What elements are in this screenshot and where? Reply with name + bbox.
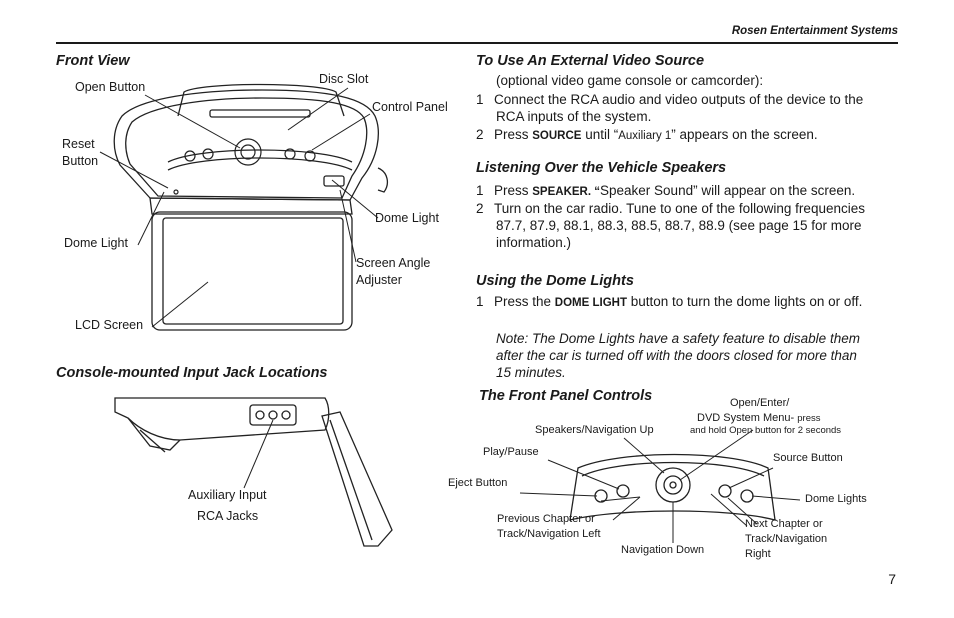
label-dome-light-right: Dome Light (375, 211, 439, 225)
label-prev-chapter-1: Previous Chapter or (497, 513, 595, 525)
housing-outline (113, 89, 379, 201)
nav-ring-inner (240, 144, 256, 160)
fp-play-button (616, 484, 630, 498)
label-source-button: Source Button (773, 452, 843, 464)
label-screen-angle-1: Screen Angle (356, 256, 431, 270)
label-control-panel: Control Panel (372, 100, 448, 114)
label-next-chapter-2: Track/Navigation (745, 533, 828, 545)
label-rca-jacks: RCA Jacks (197, 509, 259, 523)
dome-note-3: 15 minutes. (496, 365, 566, 380)
label-reset-2: Button (62, 154, 99, 168)
label-speakers-nav-up: Speakers/Navigation Up (535, 424, 654, 436)
housing-inner (125, 97, 368, 199)
label-next-chapter-3: Right (745, 548, 771, 560)
fp-nav-outer (655, 467, 691, 503)
label-open-enter-3: and hold Open button for 2 seconds (690, 425, 842, 436)
dome-note-1: Note: The Dome Lights have a safety feat… (496, 331, 860, 346)
lcd-screen (162, 217, 344, 325)
label-open-enter-1: Open/Enter/ (730, 397, 790, 409)
rca-jack-2 (268, 410, 278, 420)
label-dome-lights: Dome Lights (805, 493, 867, 505)
console-title: Console-mounted Input Jack Locations (56, 365, 328, 381)
label-aux-input: Auxiliary Input (188, 488, 267, 502)
console-body (114, 397, 330, 441)
speakers-step2-line3: information.) (496, 235, 572, 250)
jack-panel (249, 404, 297, 426)
header-divider (56, 42, 898, 44)
rca-jack-1 (255, 410, 265, 420)
label-dome-light-left: Dome Light (64, 236, 128, 250)
label-reset-1: Reset (62, 137, 95, 151)
label-screen-angle-2: Adjuster (356, 273, 402, 287)
eject-knob (184, 150, 196, 162)
nav-ring-outer (234, 138, 262, 166)
fp-nav-inner (663, 475, 683, 495)
dome-title: Using the Dome Lights (476, 273, 634, 289)
label-open-button: Open Button (75, 80, 146, 94)
external-video-subtitle: (optional video game console or camcorde… (496, 73, 764, 88)
external-video-title: To Use An External Video Source (476, 53, 705, 69)
dome-note-2: after the car is turned off with the doo… (496, 348, 857, 363)
label-eject-button: Eject Button (448, 477, 508, 489)
source-knob (284, 148, 296, 160)
label-disc-slot: Disc Slot (319, 72, 369, 86)
speakers-step2-line2: 87.7, 87.9, 88.1, 88.3, 88.5, 88.7, 88.9… (496, 218, 862, 233)
front-view-title: Front View (56, 53, 130, 69)
fp-eject-button (594, 489, 608, 503)
fp-source-button (718, 484, 732, 498)
label-nav-down: Navigation Down (621, 544, 705, 556)
label-prev-chapter-2: Track/Navigation Left (497, 528, 601, 540)
play-knob (202, 148, 214, 160)
front-panel-title: The Front Panel Controls (479, 388, 653, 404)
label-play-pause: Play/Pause (483, 446, 539, 458)
page-number: 7 (888, 571, 896, 587)
label-lcd-screen: LCD Screen (75, 318, 144, 332)
disc-slot (209, 109, 311, 118)
header-brand: Rosen Entertainment Systems (731, 25, 898, 37)
lcd-frame (151, 211, 353, 331)
speakers-title: Listening Over the Vehicle Speakers (476, 160, 727, 176)
fp-dome-button (740, 489, 754, 503)
external-video-step1-cont: RCA inputs of the system. (496, 109, 652, 124)
dome-knob (304, 150, 316, 162)
label-next-chapter-1: Next Chapter or (745, 518, 823, 530)
disc-slot-housing (177, 83, 345, 117)
rca-jack-3 (281, 410, 291, 420)
panel-strip (569, 453, 776, 521)
label-open-enter-2: DVD System Menu- press (697, 412, 821, 424)
screen-arm (321, 411, 393, 547)
